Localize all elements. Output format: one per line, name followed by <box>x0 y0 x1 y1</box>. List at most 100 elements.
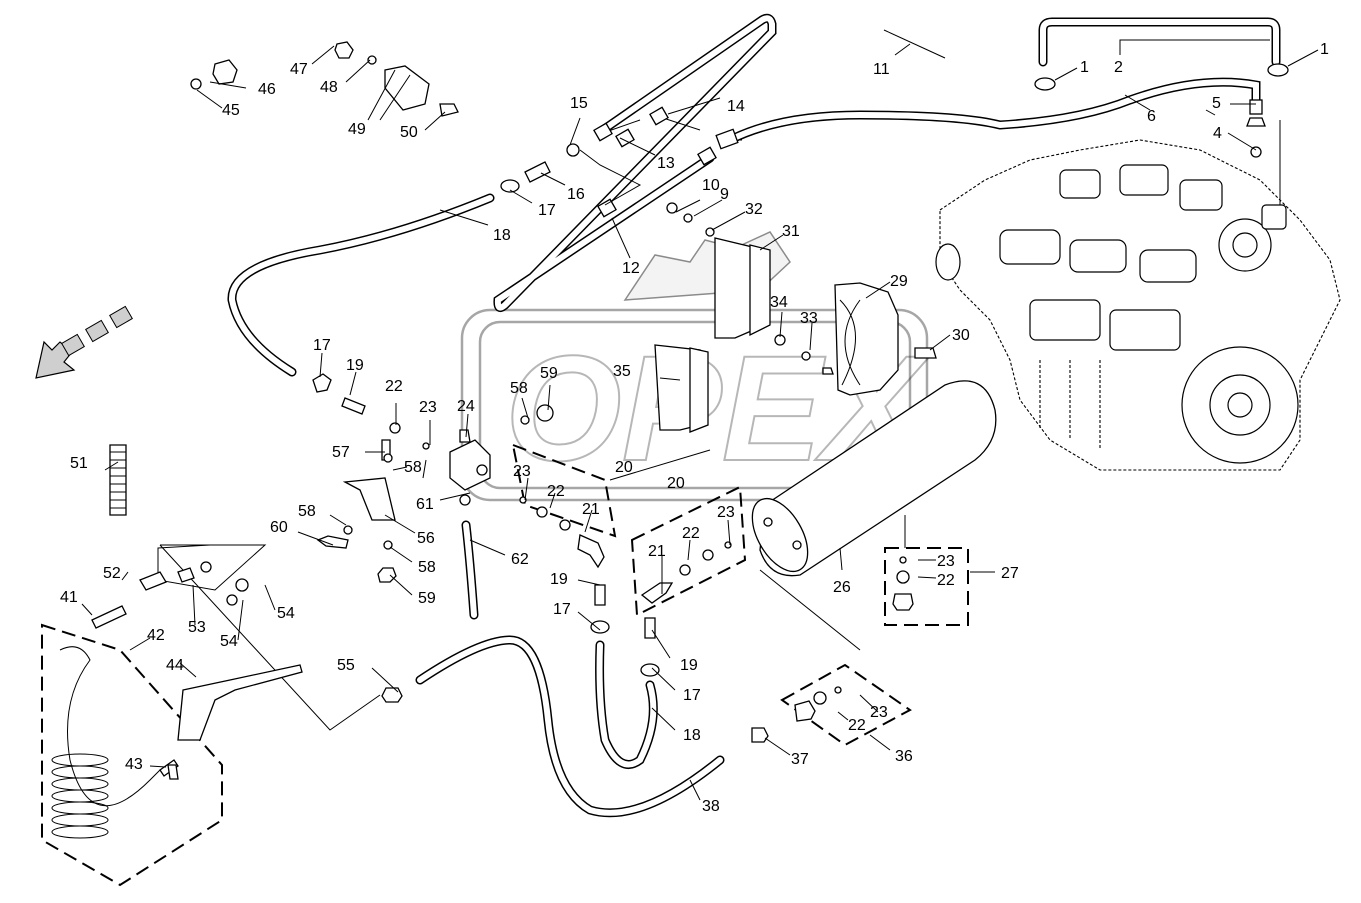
callout-15: 15 <box>570 95 588 112</box>
callout-22: 22 <box>547 483 565 500</box>
pipe-14-12 <box>493 13 777 312</box>
callout-54: 54 <box>277 605 295 622</box>
callout-29: 29 <box>890 273 908 290</box>
callout-12: 12 <box>622 260 640 277</box>
callout-38: 38 <box>702 798 720 815</box>
callout-1: 1 <box>1320 41 1329 58</box>
callout-27: 27 <box>1001 565 1019 582</box>
air-gun-kit <box>41 544 303 887</box>
callout-58: 58 <box>404 459 422 476</box>
callout-19: 19 <box>346 357 364 374</box>
kit-20-left <box>511 443 617 569</box>
callout-13: 13 <box>657 155 675 172</box>
callout-51: 51 <box>70 455 88 472</box>
callout-55: 55 <box>337 657 355 674</box>
callout-45: 45 <box>222 102 240 119</box>
callout-61: 61 <box>416 496 434 513</box>
callout-21: 21 <box>582 501 600 518</box>
kit-27 <box>884 547 969 626</box>
callout-52: 52 <box>103 565 121 582</box>
hose-6 <box>715 17 1289 158</box>
callout-48: 48 <box>320 79 338 96</box>
callout-50: 50 <box>400 124 418 141</box>
callout-17: 17 <box>313 337 331 354</box>
callout-33: 33 <box>800 310 818 327</box>
callout-6: 6 <box>1147 108 1156 125</box>
callout-5: 5 <box>1212 95 1221 112</box>
callout-58: 58 <box>298 503 316 520</box>
callout-30: 30 <box>952 327 970 344</box>
callout-47: 47 <box>290 61 308 78</box>
kit-36 <box>751 663 912 747</box>
direction-arrow-icon <box>35 305 133 379</box>
callout-14: 14 <box>727 98 745 115</box>
callout-57: 57 <box>332 444 350 461</box>
callout-60: 60 <box>270 519 288 536</box>
callout-59: 59 <box>540 365 558 382</box>
engine-block <box>935 120 1341 471</box>
callout-21: 21 <box>648 543 666 560</box>
callout-20: 20 <box>667 475 685 492</box>
callout-17: 17 <box>553 601 571 618</box>
callout-34: 34 <box>770 294 788 311</box>
callout-54: 54 <box>220 633 238 650</box>
air-tank-26 <box>751 380 997 577</box>
callout-37: 37 <box>791 751 809 768</box>
callout-41: 41 <box>60 589 78 606</box>
callout-26: 26 <box>833 579 851 596</box>
callout-4: 4 <box>1213 125 1222 142</box>
callout-9: 9 <box>720 186 729 203</box>
hose-18-lower <box>590 584 660 769</box>
hose-38 <box>381 635 725 818</box>
callout-11: 11 <box>873 61 890 78</box>
callout-36: 36 <box>895 748 913 765</box>
callout-43: 43 <box>125 756 143 773</box>
callout-44: 44 <box>166 657 184 674</box>
callout-35: 35 <box>613 363 631 380</box>
callout-49: 49 <box>348 121 366 138</box>
callout-22: 22 <box>682 525 700 542</box>
callout-20: 20 <box>615 459 633 476</box>
callout-53: 53 <box>188 619 206 636</box>
callout-23: 23 <box>419 399 437 416</box>
callout-23: 23 <box>870 704 888 721</box>
callout-2: 2 <box>1114 59 1123 76</box>
callout-42: 42 <box>147 627 165 644</box>
callout-58: 58 <box>418 559 436 576</box>
callout-22: 22 <box>385 378 403 395</box>
callout-46: 46 <box>258 81 276 98</box>
callout-24: 24 <box>457 398 475 415</box>
callout-17: 17 <box>538 202 556 219</box>
callout-58: 58 <box>510 380 528 397</box>
callout-18: 18 <box>493 227 511 244</box>
callout-59: 59 <box>418 590 436 607</box>
leader-lines <box>159 449 906 731</box>
callout-leaders <box>81 39 1319 801</box>
callout-17: 17 <box>683 687 701 704</box>
callout-22: 22 <box>848 717 866 734</box>
callout-22: 22 <box>937 572 955 589</box>
callout-62: 62 <box>511 551 529 568</box>
callout-18: 18 <box>683 727 701 744</box>
callout-23: 23 <box>717 504 735 521</box>
callout-23: 23 <box>937 553 955 570</box>
valve-24 <box>316 404 554 583</box>
callout-1: 1 <box>1080 59 1089 76</box>
hose-18-upper <box>227 143 580 415</box>
callout-31: 31 <box>782 223 800 240</box>
callout-16: 16 <box>567 186 585 203</box>
kit-20-right <box>630 485 747 617</box>
callout-56: 56 <box>417 530 435 547</box>
callouts: 1 1 2 4 5 6 9 10 11 12 13 14 15 16 17 17… <box>60 41 1329 815</box>
hose-62 <box>461 520 479 620</box>
spring-coil-51 <box>109 444 127 516</box>
washers <box>666 202 811 361</box>
callout-23: 23 <box>513 463 531 480</box>
callout-32: 32 <box>745 201 763 218</box>
rod-11 <box>883 29 946 59</box>
small-fittings-45-50 <box>190 41 459 117</box>
callout-10: 10 <box>702 177 720 194</box>
callout-19: 19 <box>550 571 568 588</box>
